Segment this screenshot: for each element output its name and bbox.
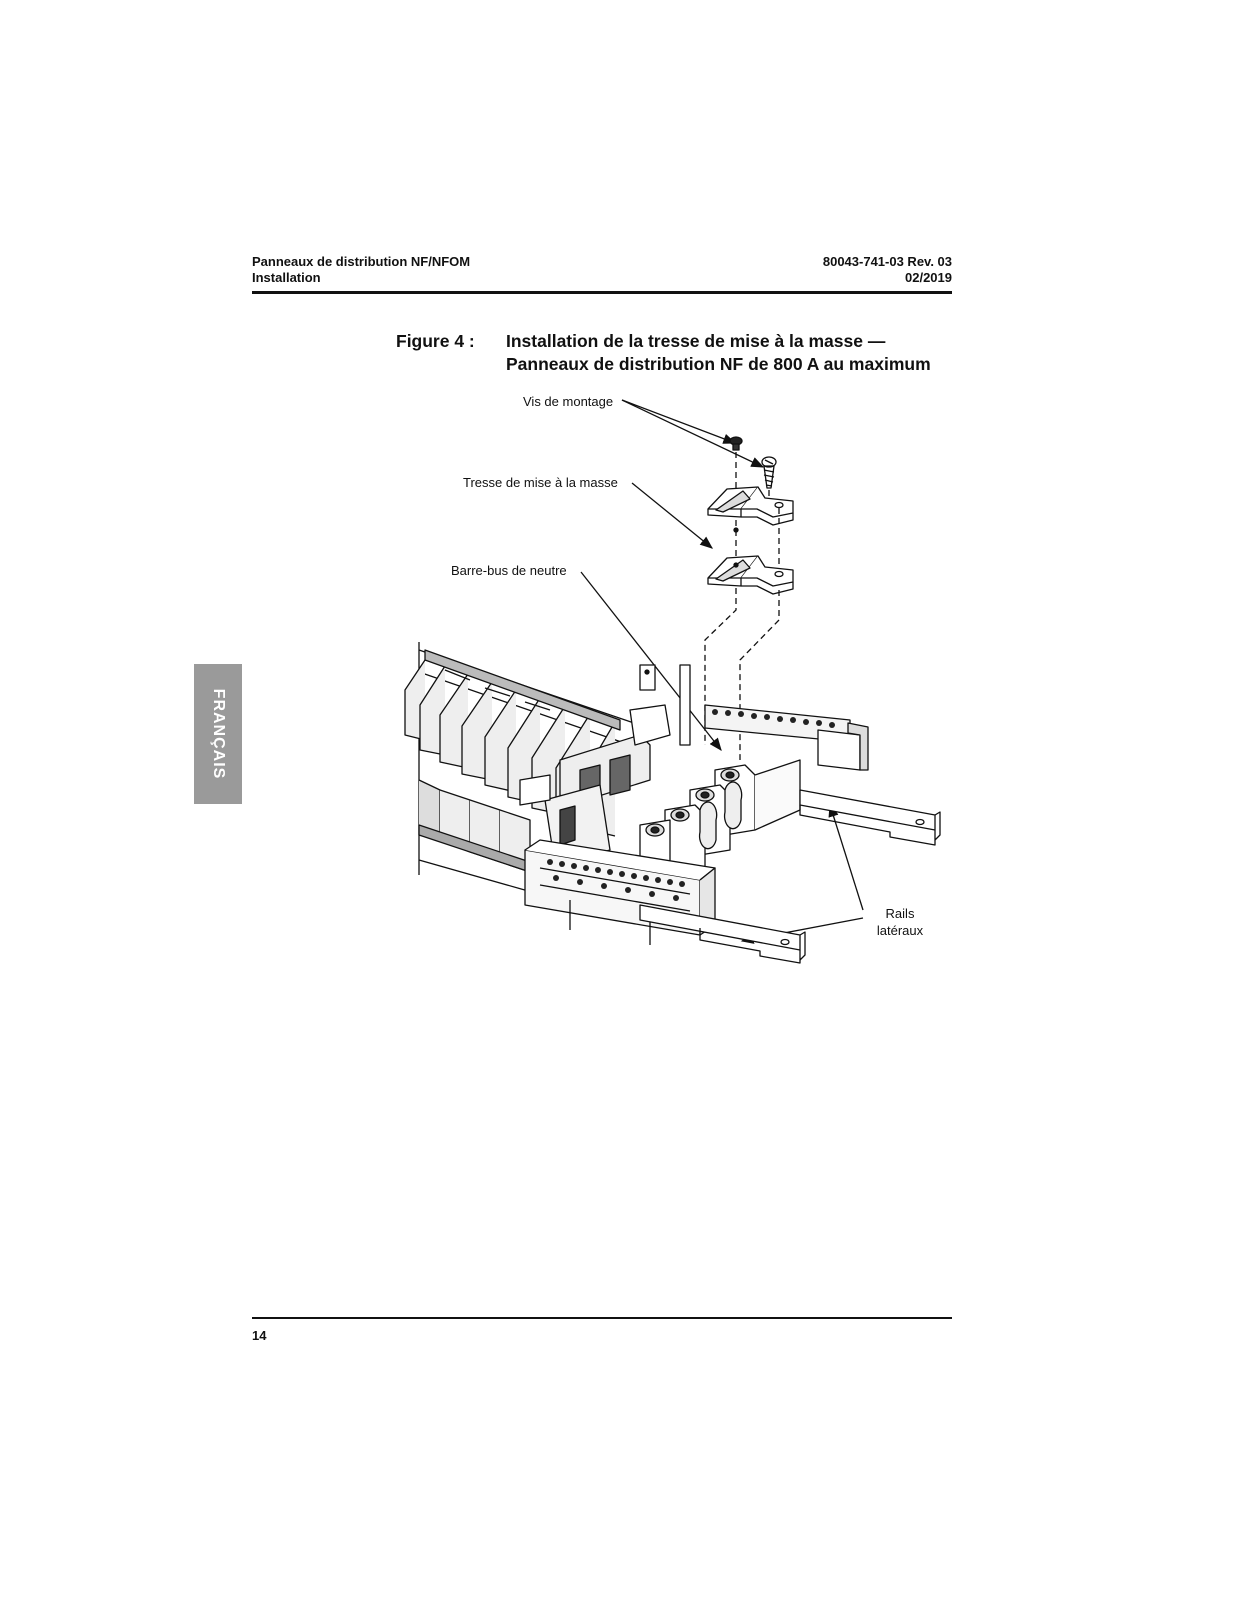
neutral-bus-rear [639,664,869,771]
page-number: 14 [252,1328,267,1343]
callout-side-rails: Rails latéraux [860,905,940,939]
figure-title-line2: Panneaux de distribution NF de 800 A au … [506,354,931,374]
document-section: Installation [252,270,321,285]
side-rail-rear [799,789,941,846]
callout-mounting-screws: Vis de montage [523,394,614,409]
figure-title-line1: Installation de la tresse de mise à la m… [506,331,886,351]
language-tab: FRANÇAIS [194,664,242,804]
header-rule [252,291,952,294]
running-header-right: 80043-741-03 Rev. 03 02/2019 [823,254,952,286]
callout-side-rails-line1: Rails [885,906,915,921]
side-rail-front [639,904,806,964]
document-series-title: Panneaux de distribution NF/NFOM [252,254,471,269]
callout-neutral-bus: Barre-bus de neutre [451,563,567,578]
callout-ground-braid: Tresse de mise à la masse [463,475,618,490]
figure-title: Installation de la tresse de mise à la m… [506,330,931,376]
document-number: 80043-741-03 Rev. 03 [822,254,952,269]
footer-rule [252,1317,952,1319]
ground-braid-upper [707,486,794,565]
running-header-left: Panneaux de distribution NF/NFOM Install… [252,254,470,286]
callout-side-rails-line2: latéraux [876,923,924,938]
figure-label: Figure 4 : [396,331,475,351]
document-date: 02/2019 [905,270,952,285]
leader-lines [580,399,864,944]
